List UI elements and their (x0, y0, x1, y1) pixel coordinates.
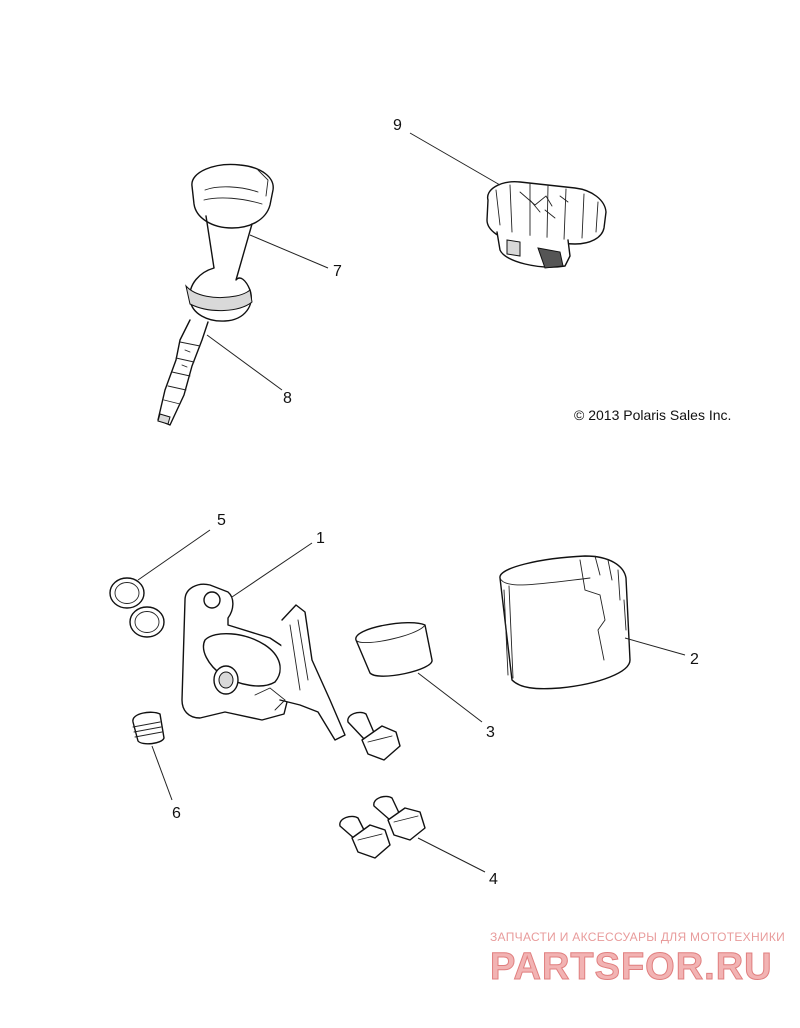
leader-5 (137, 529, 211, 581)
callout-5: 5 (217, 512, 226, 529)
callout-4: 4 (489, 871, 498, 888)
callout-8: 8 (283, 390, 292, 407)
callout-7: 7 (333, 263, 342, 280)
copyright-text: © 2013 Polaris Sales Inc. (574, 407, 731, 423)
part-6-drain-plug (132, 711, 165, 745)
part-8-dipstick-tube (157, 319, 209, 426)
leader-2 (624, 637, 686, 656)
part-2-oil-filter (499, 555, 631, 690)
callout-9: 9 (393, 117, 402, 134)
leader-1 (231, 542, 313, 598)
leader-8 (206, 334, 283, 391)
part-7-dipstick-handle (185, 163, 274, 322)
part-3-nipple (355, 622, 433, 677)
watermark-logo: PARTSFOR.RU (490, 946, 773, 988)
callout-2: 2 (690, 651, 699, 668)
part-9-oil-cap (486, 181, 607, 269)
part-4-bolts (339, 795, 426, 859)
watermark-tagline: ЗАПЧАСТИ И АКСЕССУАРЫ ДЛЯ МОТОТЕХНИКИ (490, 930, 785, 944)
watermark: ЗАПЧАСТИ И АКСЕССУАРЫ ДЛЯ МОТОТЕХНИКИ PA… (490, 930, 785, 989)
leader-4 (417, 837, 486, 873)
leader-3 (417, 672, 483, 723)
part-1-filter-adapter (181, 583, 346, 741)
callout-1: 1 (316, 530, 325, 547)
leader-6 (151, 745, 173, 801)
leader-9 (409, 132, 501, 186)
part-5-o-rings (109, 577, 165, 638)
callout-6: 6 (172, 805, 181, 822)
bolt-upper (347, 711, 401, 761)
leader-7 (249, 234, 329, 269)
callout-3: 3 (486, 724, 495, 741)
